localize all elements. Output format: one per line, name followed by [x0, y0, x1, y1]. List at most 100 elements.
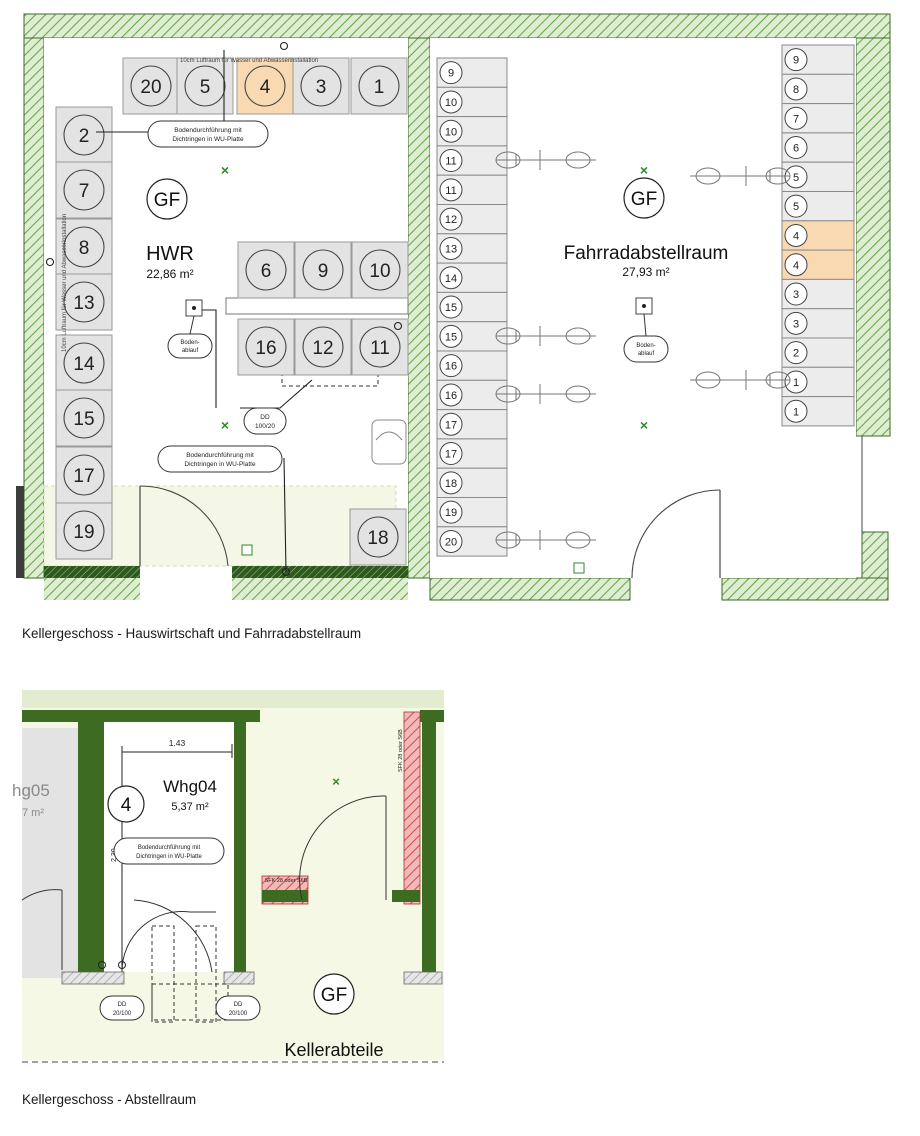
bike-slot: 3: [781, 278, 855, 310]
cross-marker: ×: [221, 162, 229, 178]
width-dimension: 1.43: [169, 738, 186, 748]
doors: [21, 795, 387, 973]
bike-slot: 3: [781, 308, 855, 339]
storage-note-line1: Bodendurchführung mit: [138, 845, 201, 851]
washing-machine: 6: [237, 241, 295, 299]
bike-drain-line2: ablauf: [638, 351, 655, 357]
washing-machine: 4: [236, 57, 294, 115]
bicycle-icon: [495, 150, 596, 170]
machine-number: 1: [374, 77, 385, 98]
machine-number: 3: [316, 77, 327, 98]
floor-note-1-line1: Bodendurchführung mit: [174, 127, 242, 134]
washing-machine: 12: [294, 318, 352, 376]
storage-room-area: 5,37 m²: [171, 801, 209, 813]
bike-slot-number: 3: [793, 318, 799, 330]
plan2-caption: Kellergeschoss - Abstellraum: [22, 1092, 197, 1107]
bike-slot: 1: [781, 396, 855, 427]
floor-plan-storage: 1.43 2.30 4 Whg04 5,37 m² × × hg05 7 m² …: [12, 690, 444, 1063]
bike-slot: 20: [436, 526, 508, 557]
washing-machine: 11: [351, 318, 409, 376]
bike-slot: 2: [781, 337, 855, 368]
hwr-top-machines: 20 5 4 3 1: [122, 57, 408, 115]
bike-slot: 19: [436, 497, 508, 528]
bike-slot: 9: [436, 57, 508, 88]
machine-number: 2: [79, 126, 90, 147]
bike-slot: 14: [436, 262, 508, 293]
storage-walls: [22, 710, 444, 978]
storage-number: 4: [121, 795, 132, 816]
bike-slot-number: 1: [793, 377, 799, 389]
left-install-note: 10cm Luftraum für Wasser und Abwasserins…: [62, 214, 68, 352]
dd-left-line1: DD: [118, 1002, 127, 1008]
floor-note-2-line2: Dichtringen in WU-Platte: [184, 461, 256, 468]
washing-machine: 13: [55, 273, 113, 331]
bike-slot: 6: [781, 132, 855, 163]
bike-slot: 18: [436, 467, 508, 499]
bicycle-symbols: [495, 150, 791, 550]
corridor-gf-label: GF: [321, 985, 347, 1006]
dd-right-line2: 20/100: [229, 1011, 248, 1017]
washing-machine: 7: [55, 161, 113, 219]
installation-lines: [45, 41, 403, 577]
dd-label-line1: DD: [260, 414, 270, 421]
bike-slot: 5: [781, 191, 855, 222]
bike-slot-number: 6: [793, 143, 799, 155]
storage-note-line2: Dichtringen in WU-Platte: [136, 854, 202, 860]
bike-slot-number: 5: [793, 172, 799, 184]
floor-note-1-line2: Dichtringen in WU-Platte: [172, 136, 244, 143]
neighbor-room-name: hg05: [12, 781, 50, 800]
bike-slot-number: 10: [445, 97, 457, 109]
bicycle-icon: [495, 384, 596, 404]
machine-number: 13: [73, 293, 94, 314]
bike-slot-number: 1: [793, 406, 799, 418]
machine-number: 11: [370, 338, 390, 359]
dd-left-line2: 20/100: [113, 1011, 132, 1017]
bike-slot-number: 19: [445, 507, 457, 519]
bike-slot: 16: [436, 350, 508, 381]
bike-slot: 12: [436, 204, 508, 235]
bicycle-icon: [690, 166, 791, 186]
bike-slot: 13: [436, 233, 508, 264]
bike-slot-number: 10: [445, 126, 457, 138]
bike-slot-number: 9: [793, 55, 799, 67]
hwr-drain-line2: ablauf: [182, 348, 199, 354]
washing-machine: 16: [237, 318, 295, 376]
bike-slot: 15: [436, 291, 508, 323]
bike-slot: 16: [436, 379, 508, 411]
bike-room-area: 27,93 m²: [622, 265, 669, 279]
sfk-label: SFK 28 oder S6B: [265, 878, 308, 884]
bike-slot: 4: [781, 220, 855, 251]
bike-slot-number: 18: [445, 478, 457, 490]
bike-slot: 4: [781, 249, 855, 280]
bike-slot-number: 12: [445, 214, 457, 226]
bike-slot: 17: [436, 438, 508, 469]
machine-number: 20: [140, 77, 161, 98]
plan1-caption: Kellergeschoss - Hauswirtschaft und Fahr…: [22, 626, 362, 641]
cross-marker: ×: [640, 162, 648, 178]
machine-number: 5: [200, 77, 211, 98]
bike-slot-number: 11: [445, 185, 456, 197]
bike-drain-line1: Boden-: [636, 343, 655, 349]
bike-slot: 5: [781, 161, 855, 192]
bike-slot: 10: [436, 116, 508, 147]
sfk-label-vertical: SFK 28 oder S6B: [398, 729, 404, 772]
machine-number: 16: [255, 338, 276, 359]
washing-machine: 17: [55, 446, 113, 504]
machine-number: 12: [312, 338, 333, 359]
machine-number: 6: [261, 261, 272, 282]
bike-slot: 10: [436, 86, 508, 118]
washing-machine: 10: [351, 241, 409, 299]
bike-slot-number: 4: [793, 260, 799, 272]
bike-slot: 1: [781, 366, 855, 398]
bike-slot-number: 13: [445, 243, 457, 255]
dd-label-line2: 100/20: [255, 423, 275, 430]
washing-machine: 5: [176, 57, 234, 115]
bike-slot-number: 14: [445, 273, 457, 285]
bike-slot-number: 3: [793, 289, 799, 301]
bike-slot: 9: [781, 44, 855, 75]
bike-slot-number: 9: [448, 68, 454, 80]
storage-room-name: Whg04: [163, 777, 217, 796]
hwr-drain-line1: Boden-: [180, 340, 199, 346]
